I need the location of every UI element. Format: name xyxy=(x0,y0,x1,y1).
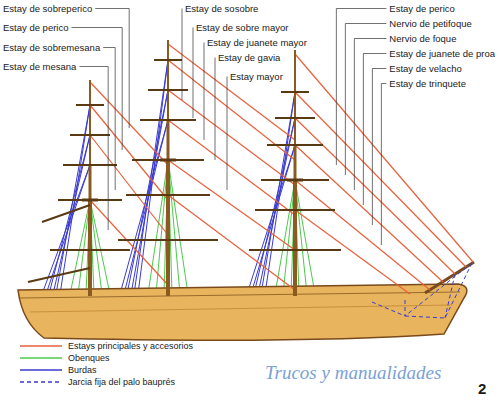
yard xyxy=(261,179,329,181)
leader-line xyxy=(381,84,386,246)
stay-line xyxy=(168,160,295,250)
lower-mast xyxy=(293,180,297,296)
stay-line xyxy=(90,135,168,235)
part-label: Estay de perico xyxy=(3,22,68,33)
leader-line xyxy=(182,9,183,101)
leader-line xyxy=(215,58,216,161)
leader-line xyxy=(363,54,386,206)
legend-text: Burdas xyxy=(68,365,97,376)
lower-mast xyxy=(166,160,170,296)
legend-text: Estays principales y accesorios xyxy=(68,341,193,352)
part-label: Estay de gavia xyxy=(218,52,280,63)
gaff xyxy=(42,205,90,222)
leader-line xyxy=(227,77,228,191)
figure-number: 2 xyxy=(478,380,486,397)
rail-line xyxy=(20,292,460,298)
bowsprit-rigging xyxy=(372,302,405,316)
stay-line xyxy=(168,90,295,185)
yard xyxy=(63,164,117,166)
leader-line xyxy=(336,9,386,166)
hull xyxy=(18,284,467,340)
leader-line xyxy=(372,69,386,226)
top-mast xyxy=(89,165,92,204)
topgallant-mast xyxy=(89,80,91,168)
yard xyxy=(126,194,210,196)
backstay-line xyxy=(138,60,168,294)
part-label: Estay mayor xyxy=(230,71,283,82)
yard xyxy=(255,209,335,211)
bowsprit-rigging xyxy=(405,263,472,316)
yard xyxy=(249,249,341,251)
top-mast xyxy=(167,120,170,164)
yard xyxy=(132,159,204,161)
part-label: Nervio de foque xyxy=(389,33,456,44)
shroud-line xyxy=(90,200,110,294)
part-label: Estay de mesana xyxy=(3,61,76,72)
yard xyxy=(70,134,110,136)
boom xyxy=(28,268,90,282)
part-label: Estay de sobreperico xyxy=(3,3,92,14)
yard xyxy=(140,119,196,121)
leader-line xyxy=(345,24,386,176)
part-label: Estay de juanete de proa xyxy=(389,48,495,59)
bowsprit-rigging xyxy=(405,300,406,316)
shroud-line xyxy=(295,180,315,294)
yard xyxy=(76,104,104,106)
top-mast xyxy=(294,145,297,184)
leader-line xyxy=(193,28,194,119)
yard xyxy=(50,249,130,251)
stay-line xyxy=(295,210,410,294)
stay-line xyxy=(90,200,168,285)
shroud-line xyxy=(168,160,188,294)
legend-text: Obenques xyxy=(68,353,110,364)
leader-line xyxy=(103,48,115,191)
stay-line xyxy=(168,120,295,215)
bowsprit-rigging xyxy=(405,316,445,318)
backstay-line xyxy=(42,165,90,294)
mast-top xyxy=(82,199,98,202)
watermark: Trucos y manualidades xyxy=(265,362,441,384)
mast-top xyxy=(160,159,176,162)
part-label: Nervio de petifoque xyxy=(389,18,471,29)
yard xyxy=(267,144,323,146)
part-label: Estay de juanete mayor xyxy=(207,37,307,48)
backstay-line xyxy=(46,165,90,294)
legend-sample-line xyxy=(20,357,62,359)
yard xyxy=(275,117,315,119)
legend-sample-line xyxy=(20,369,62,371)
part-label: Estay de sosobre xyxy=(185,3,258,14)
leader-line xyxy=(79,67,108,231)
stay-line xyxy=(295,180,430,290)
bowsprit-rigging xyxy=(445,263,472,318)
mast-top xyxy=(287,179,303,182)
legend-sample-line xyxy=(20,345,62,347)
stay-line xyxy=(168,44,295,140)
yard xyxy=(58,199,122,201)
yard xyxy=(281,91,309,93)
stay-line xyxy=(295,54,473,262)
topgallant-mast xyxy=(294,50,296,148)
lower-mast xyxy=(88,200,92,296)
leader-line xyxy=(95,9,129,129)
part-label: Estay de trinquete xyxy=(389,78,466,89)
yard xyxy=(118,239,218,241)
legend-sample-line xyxy=(20,381,62,383)
stay-line xyxy=(295,145,443,282)
backstay-line xyxy=(120,120,168,294)
legend-text: Jarcia fija del palo bauprés xyxy=(68,377,175,388)
leader-line xyxy=(204,43,205,141)
wale-line xyxy=(30,305,452,312)
backstay-line xyxy=(251,145,295,294)
part-label: Estay de velacho xyxy=(389,63,461,74)
part-label: Estay de sobre mayor xyxy=(196,22,288,33)
part-label: Estay de perico xyxy=(389,3,454,14)
bowsprit xyxy=(425,262,474,293)
yard xyxy=(154,59,182,61)
part-label: Estay de sobremesana xyxy=(3,42,100,53)
topgallant-mast xyxy=(167,40,169,123)
